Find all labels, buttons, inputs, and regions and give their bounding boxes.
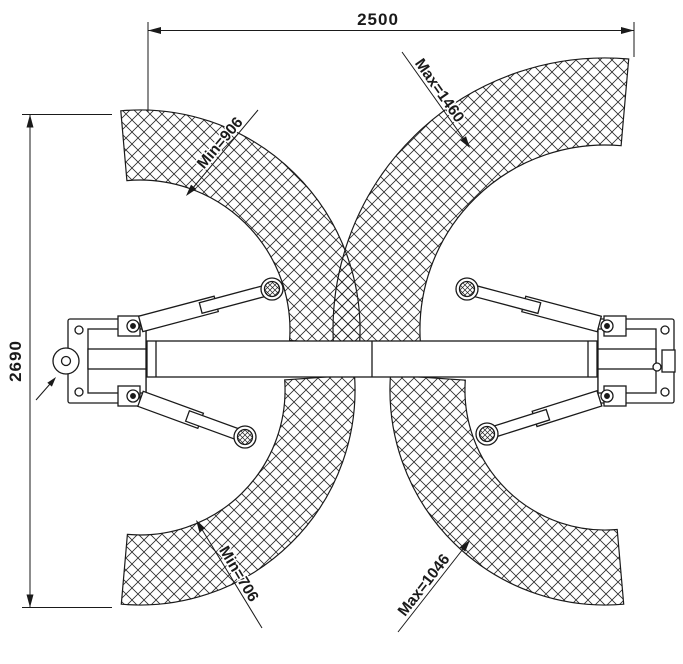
arm-outer-segment (198, 284, 267, 315)
leader-line (397, 548, 464, 633)
arrowhead (47, 377, 56, 387)
arrowhead (621, 27, 634, 34)
arm-inner-segment (521, 295, 603, 333)
arm-sweep-regions (120, 57, 630, 606)
anchor-bolt (660, 325, 670, 335)
cross-beam (146, 340, 598, 378)
arrowhead (26, 114, 34, 128)
left-carriage-slide (87, 348, 147, 370)
lift-pad-rubber (236, 428, 254, 446)
anchor-bolt (660, 387, 670, 397)
lift-pad-rubber (263, 280, 281, 298)
sweep-rear-right-region (389, 374, 625, 606)
rear-right-arm (475, 389, 614, 446)
arrowhead (459, 540, 470, 552)
arm-outer-segment (472, 284, 542, 315)
arm-pivot-pin (130, 323, 136, 329)
arm-pivot-pin (604, 323, 610, 329)
arrowhead (460, 136, 470, 148)
reach-callouts (35, 51, 470, 633)
lift-pad-rubber (478, 425, 496, 443)
arm-inner-segment (531, 389, 603, 428)
arrowhead (148, 27, 161, 34)
arm-outer-segment (491, 408, 551, 438)
right-carriage-slide (597, 348, 657, 370)
rear-left-arm (126, 389, 257, 449)
arm-inner-segment (137, 295, 220, 333)
width-dimension-text: 2500 (357, 10, 399, 29)
rear-max-reach-label: Max=1046 (395, 551, 454, 620)
leader-line (191, 109, 259, 190)
arrowhead (26, 594, 34, 608)
height-dimension-text: 2690 (6, 340, 25, 382)
leader-line (401, 51, 464, 139)
lift-pad-rubber (458, 280, 476, 298)
arm-pivot-pin (130, 393, 136, 399)
right-post (597, 315, 676, 407)
height-dimension (22, 114, 112, 608)
sweep-rear-left-region (120, 374, 356, 606)
sweep-front-left-region (120, 109, 361, 347)
front-right-arm (455, 277, 614, 333)
power-unit-shaft (60, 355, 72, 367)
anchor-bolt (74, 325, 84, 335)
power-unit-pointer-line (35, 383, 51, 401)
swing-arms (126, 277, 614, 449)
arrowhead (186, 184, 197, 196)
junction-box (661, 349, 676, 373)
leader-line (201, 529, 263, 629)
front-left-arm (126, 277, 284, 333)
arm-pivot-pin (604, 393, 610, 399)
lift-machine (52, 277, 676, 449)
left-post (52, 315, 147, 407)
arrowhead (196, 520, 206, 532)
sweep-front-right-region (332, 57, 630, 350)
junction-knob (652, 362, 662, 372)
width-dimension (147, 22, 635, 112)
anchor-bolt (74, 387, 84, 397)
